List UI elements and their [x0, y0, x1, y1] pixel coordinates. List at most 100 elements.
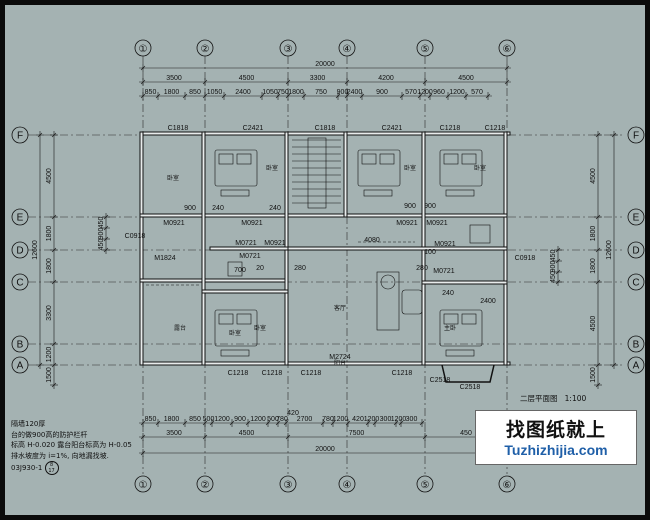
dim-top-minor-slash — [445, 93, 451, 99]
dim-left-major-label: 1500 — [46, 367, 53, 383]
pillow — [461, 313, 477, 325]
dim-bottom-major-label: 4500 — [239, 430, 255, 437]
axis-bubble-bottom — [279, 475, 297, 493]
axis-label-left: F — [17, 131, 23, 142]
window-label: M2724 — [329, 354, 351, 361]
dim-left-inner-label: 450 — [98, 217, 105, 229]
wall-segment — [201, 289, 289, 294]
window-label: C1218 — [392, 370, 413, 377]
dim-bottom-minor-label: 850 — [189, 416, 201, 423]
dim-bottom-minor-slash — [419, 420, 425, 426]
dim-top-total-slash — [504, 65, 510, 71]
axis-bubble-bottom — [338, 475, 356, 493]
axis-bubble-bottom — [196, 475, 214, 493]
dim-top-minor-slash — [182, 93, 188, 99]
room-label: 卧室 — [404, 164, 416, 172]
door-label: M0721 — [239, 253, 261, 260]
toilet — [227, 261, 243, 277]
dim-bottom-minor-slash — [275, 420, 281, 426]
door-label: M0721 — [433, 268, 455, 275]
misc-label: 240 — [442, 290, 454, 297]
axis-label-bottom: ① — [139, 480, 148, 491]
dim-left-inner-slash — [103, 247, 109, 253]
dim-left-major-label: 1800 — [46, 226, 53, 242]
pillow — [443, 313, 459, 325]
window-label: C1818 — [315, 125, 336, 132]
room-label: 卧室 — [254, 324, 266, 332]
axis-label-left: D — [16, 246, 23, 257]
window-label: C2518 — [430, 377, 451, 384]
dim-bottom-minor-label: 850 — [145, 416, 157, 423]
window-label: C1218 — [228, 370, 249, 377]
axis-bubble-top — [416, 39, 434, 57]
axis-bubble-top — [338, 39, 356, 57]
bed — [439, 149, 483, 187]
window-label: C1218 — [440, 125, 461, 132]
door-label: M0921 — [434, 241, 456, 248]
dim-top-minor-label: 900 — [376, 89, 388, 96]
dim-top-minor-label: 750 — [277, 89, 289, 96]
sofa — [376, 271, 400, 331]
dim-top-minor-slash — [359, 93, 365, 99]
dim-bottom-minor-label: 1200 — [250, 416, 266, 423]
dim-bottom-minor-slash — [245, 420, 251, 426]
misc-label: 20 — [256, 265, 264, 272]
dim-top-minor-slash — [463, 93, 469, 99]
dim-top-minor-label: 1800 — [164, 89, 180, 96]
door-label: M0921 — [241, 220, 263, 227]
pillow — [236, 313, 252, 325]
room-label: 卧室 — [229, 329, 241, 337]
axis-label-right: D — [632, 246, 639, 257]
axis-label-top: ② — [201, 44, 210, 55]
dim-top-minor-label: 1800 — [288, 89, 304, 96]
dim-top-major-label: 4500 — [458, 75, 474, 82]
axis-label-right: B — [633, 340, 640, 351]
dim-top-minor-label: 850 — [189, 89, 201, 96]
window-label: C1218 — [262, 370, 283, 377]
dim-right-major-label: 4500 — [590, 168, 597, 184]
wall-segment — [139, 131, 511, 136]
pillow — [361, 153, 377, 165]
misc-label: 900 — [424, 203, 436, 210]
window-label: C1218 — [485, 125, 506, 132]
pillow — [218, 313, 234, 325]
dim-bottom-minor-label: 1800 — [164, 416, 180, 423]
dim-bottom-minor-slash — [229, 420, 235, 426]
dim-bottom-minor-label: 420 — [352, 416, 364, 423]
dim-top-major-slash — [344, 79, 350, 85]
plan-title: 二层平面图 1:100 — [520, 393, 586, 404]
dim-top-major-slash — [422, 79, 428, 85]
wall-segment — [209, 246, 289, 251]
axis-label-bottom: ⑥ — [503, 480, 512, 491]
axis-label-left: E — [17, 213, 24, 224]
dim-bottom-minor-label: 1200 — [333, 416, 349, 423]
dim-bottom-major-slash — [285, 434, 291, 440]
pillow — [236, 153, 252, 165]
pillow — [218, 153, 234, 165]
dim-left-major-slash — [51, 341, 57, 347]
room-label: 露台 — [174, 324, 186, 332]
dim-top-minor-slash — [417, 93, 423, 99]
dim-bottom-minor-label: 500 — [203, 416, 215, 423]
axis-bubble-bottom — [498, 475, 516, 493]
dim-top-minor-slash — [399, 93, 405, 99]
dim-left-major-slash — [51, 362, 57, 368]
watermark: 找图纸就上 Tuzhizhijia.com — [475, 410, 637, 465]
axis-label-left: B — [17, 340, 24, 351]
dim-top-minor-slash — [221, 93, 227, 99]
dim-bottom-major-label: 7500 — [349, 430, 365, 437]
dim-bottom-minor-label: 1200 — [391, 416, 407, 423]
dim-right-major-slash — [595, 279, 601, 285]
axis-bubble-right — [627, 126, 645, 144]
dim-bottom-minor-label: 900 — [234, 416, 246, 423]
dim-left-inner-slash — [103, 236, 109, 242]
misc-label: 280 — [294, 265, 306, 272]
axis-label-top: ⑥ — [503, 44, 512, 55]
dresser — [363, 189, 393, 197]
pillow — [461, 153, 477, 165]
axis-label-right: E — [633, 213, 640, 224]
dim-right-inner-label: 450 — [550, 250, 557, 262]
dim-bottom-minor-slash — [202, 420, 208, 426]
axis-bubble-right — [627, 335, 645, 353]
